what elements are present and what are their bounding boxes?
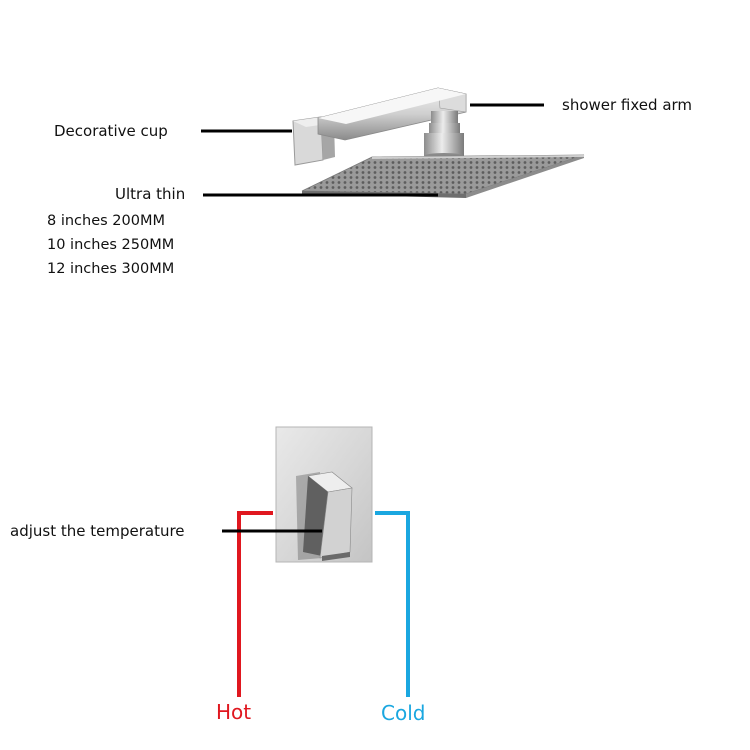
decorative-cup-label: Decorative cup bbox=[54, 122, 168, 140]
square-shower-head-illustration bbox=[301, 154, 585, 198]
fixed-arm-label: shower fixed arm bbox=[562, 96, 693, 114]
hot-water-pipe bbox=[237, 511, 273, 697]
shower-fixed-arm-illustration bbox=[317, 87, 467, 141]
mixer-valve-illustration bbox=[275, 426, 373, 563]
leader-lines bbox=[201, 103, 544, 533]
adjust-temperature-label: adjust the temperature bbox=[10, 522, 185, 540]
hot-label: Hot bbox=[216, 700, 252, 724]
shower-head-size-list: 8 inches 200MM 10 inches 250MM 12 inches… bbox=[47, 209, 174, 281]
size-item: 12 inches 300MM bbox=[47, 261, 175, 277]
cold-water-pipe bbox=[375, 511, 410, 697]
ultra-thin-label: Ultra thin bbox=[115, 185, 186, 203]
size-item: 10 inches 250MM bbox=[47, 237, 175, 253]
size-item: 8 inches 200MM bbox=[47, 213, 165, 229]
cold-label: Cold bbox=[381, 701, 426, 725]
